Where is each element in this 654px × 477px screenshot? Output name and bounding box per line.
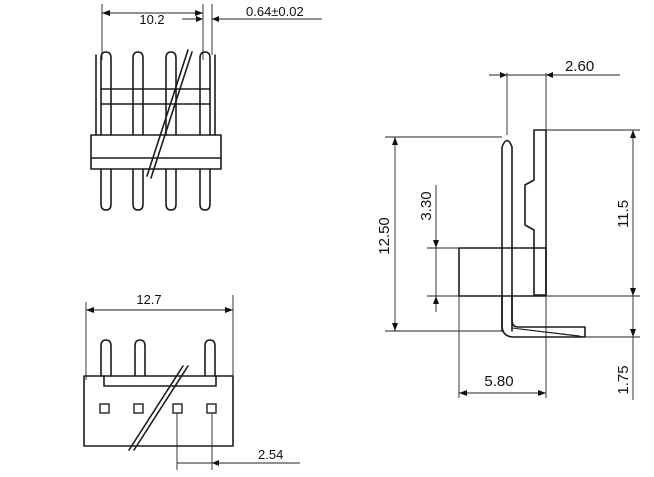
dim-pitch-top: 10.2 [139, 12, 164, 27]
top-pins [100, 51, 211, 211]
dim-tail-length: 1.75 [615, 365, 632, 394]
dim-height-pin: 3.30 [418, 191, 435, 220]
dim-height-body: 11.5 [615, 200, 632, 228]
dim-height-total: 12.50 [376, 217, 393, 255]
dim-width-bottom: 12.7 [136, 292, 161, 307]
dim-pin-width: 0.64±0.02 [246, 4, 304, 19]
dim-pin-pitch: 2.54 [258, 447, 283, 462]
dim-overhang: 2.60 [565, 58, 594, 75]
side-view: 2.60 12.50 3.30 11.5 [376, 58, 640, 400]
dim-body-depth: 5.80 [484, 373, 513, 390]
top-view: 10.2 0.64±0.02 [90, 4, 322, 211]
front-view: 12.7 2.54 [83, 292, 300, 470]
